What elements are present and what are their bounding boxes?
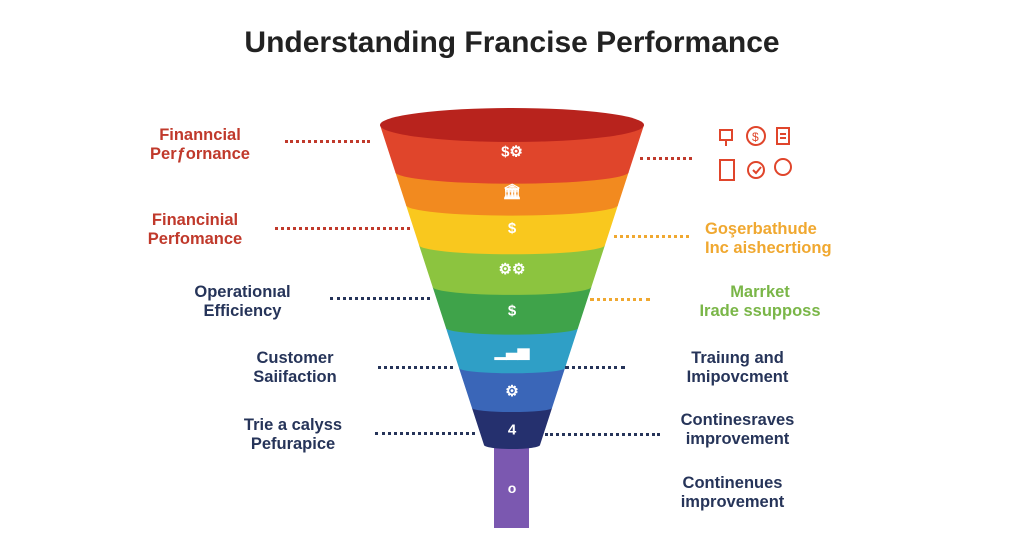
stem-label: o [508, 480, 517, 496]
connector [545, 433, 660, 436]
funnel-band-8 [471, 408, 553, 449]
business-gears-icon: $ [719, 126, 792, 181]
gears-icon: ⚙⚙ [499, 261, 526, 278]
page-title: Understanding Francise Performance [244, 26, 780, 59]
gear-icon: ⚙ [505, 383, 518, 400]
funnel-band-6 [445, 328, 579, 374]
number-icon: 4 [508, 422, 517, 439]
bank-icon: 🏛 [502, 183, 521, 201]
connector [285, 140, 370, 143]
connector [375, 432, 475, 435]
svg-text:$: $ [752, 130, 759, 144]
connector [590, 298, 650, 301]
funnel-band-7 [458, 368, 566, 413]
connector [614, 235, 689, 238]
connector [330, 297, 430, 300]
money-bike-icon: $⚙ [501, 144, 523, 161]
connector [275, 227, 410, 230]
bar-chart-icon: ▁▃▅ [494, 343, 530, 361]
funnel-band-3 [406, 205, 618, 255]
connector [640, 157, 692, 160]
dollar-coin-icon: $ [508, 220, 517, 237]
connector [565, 366, 625, 369]
funnel-stem [494, 440, 529, 528]
funnel-band-4 [419, 245, 605, 295]
connector [378, 366, 453, 369]
funnel-top-opening [380, 108, 644, 142]
funnel-band-2 [395, 172, 629, 216]
dollar-target-icon: $ [508, 303, 517, 320]
funnel-band-5 [432, 287, 592, 335]
